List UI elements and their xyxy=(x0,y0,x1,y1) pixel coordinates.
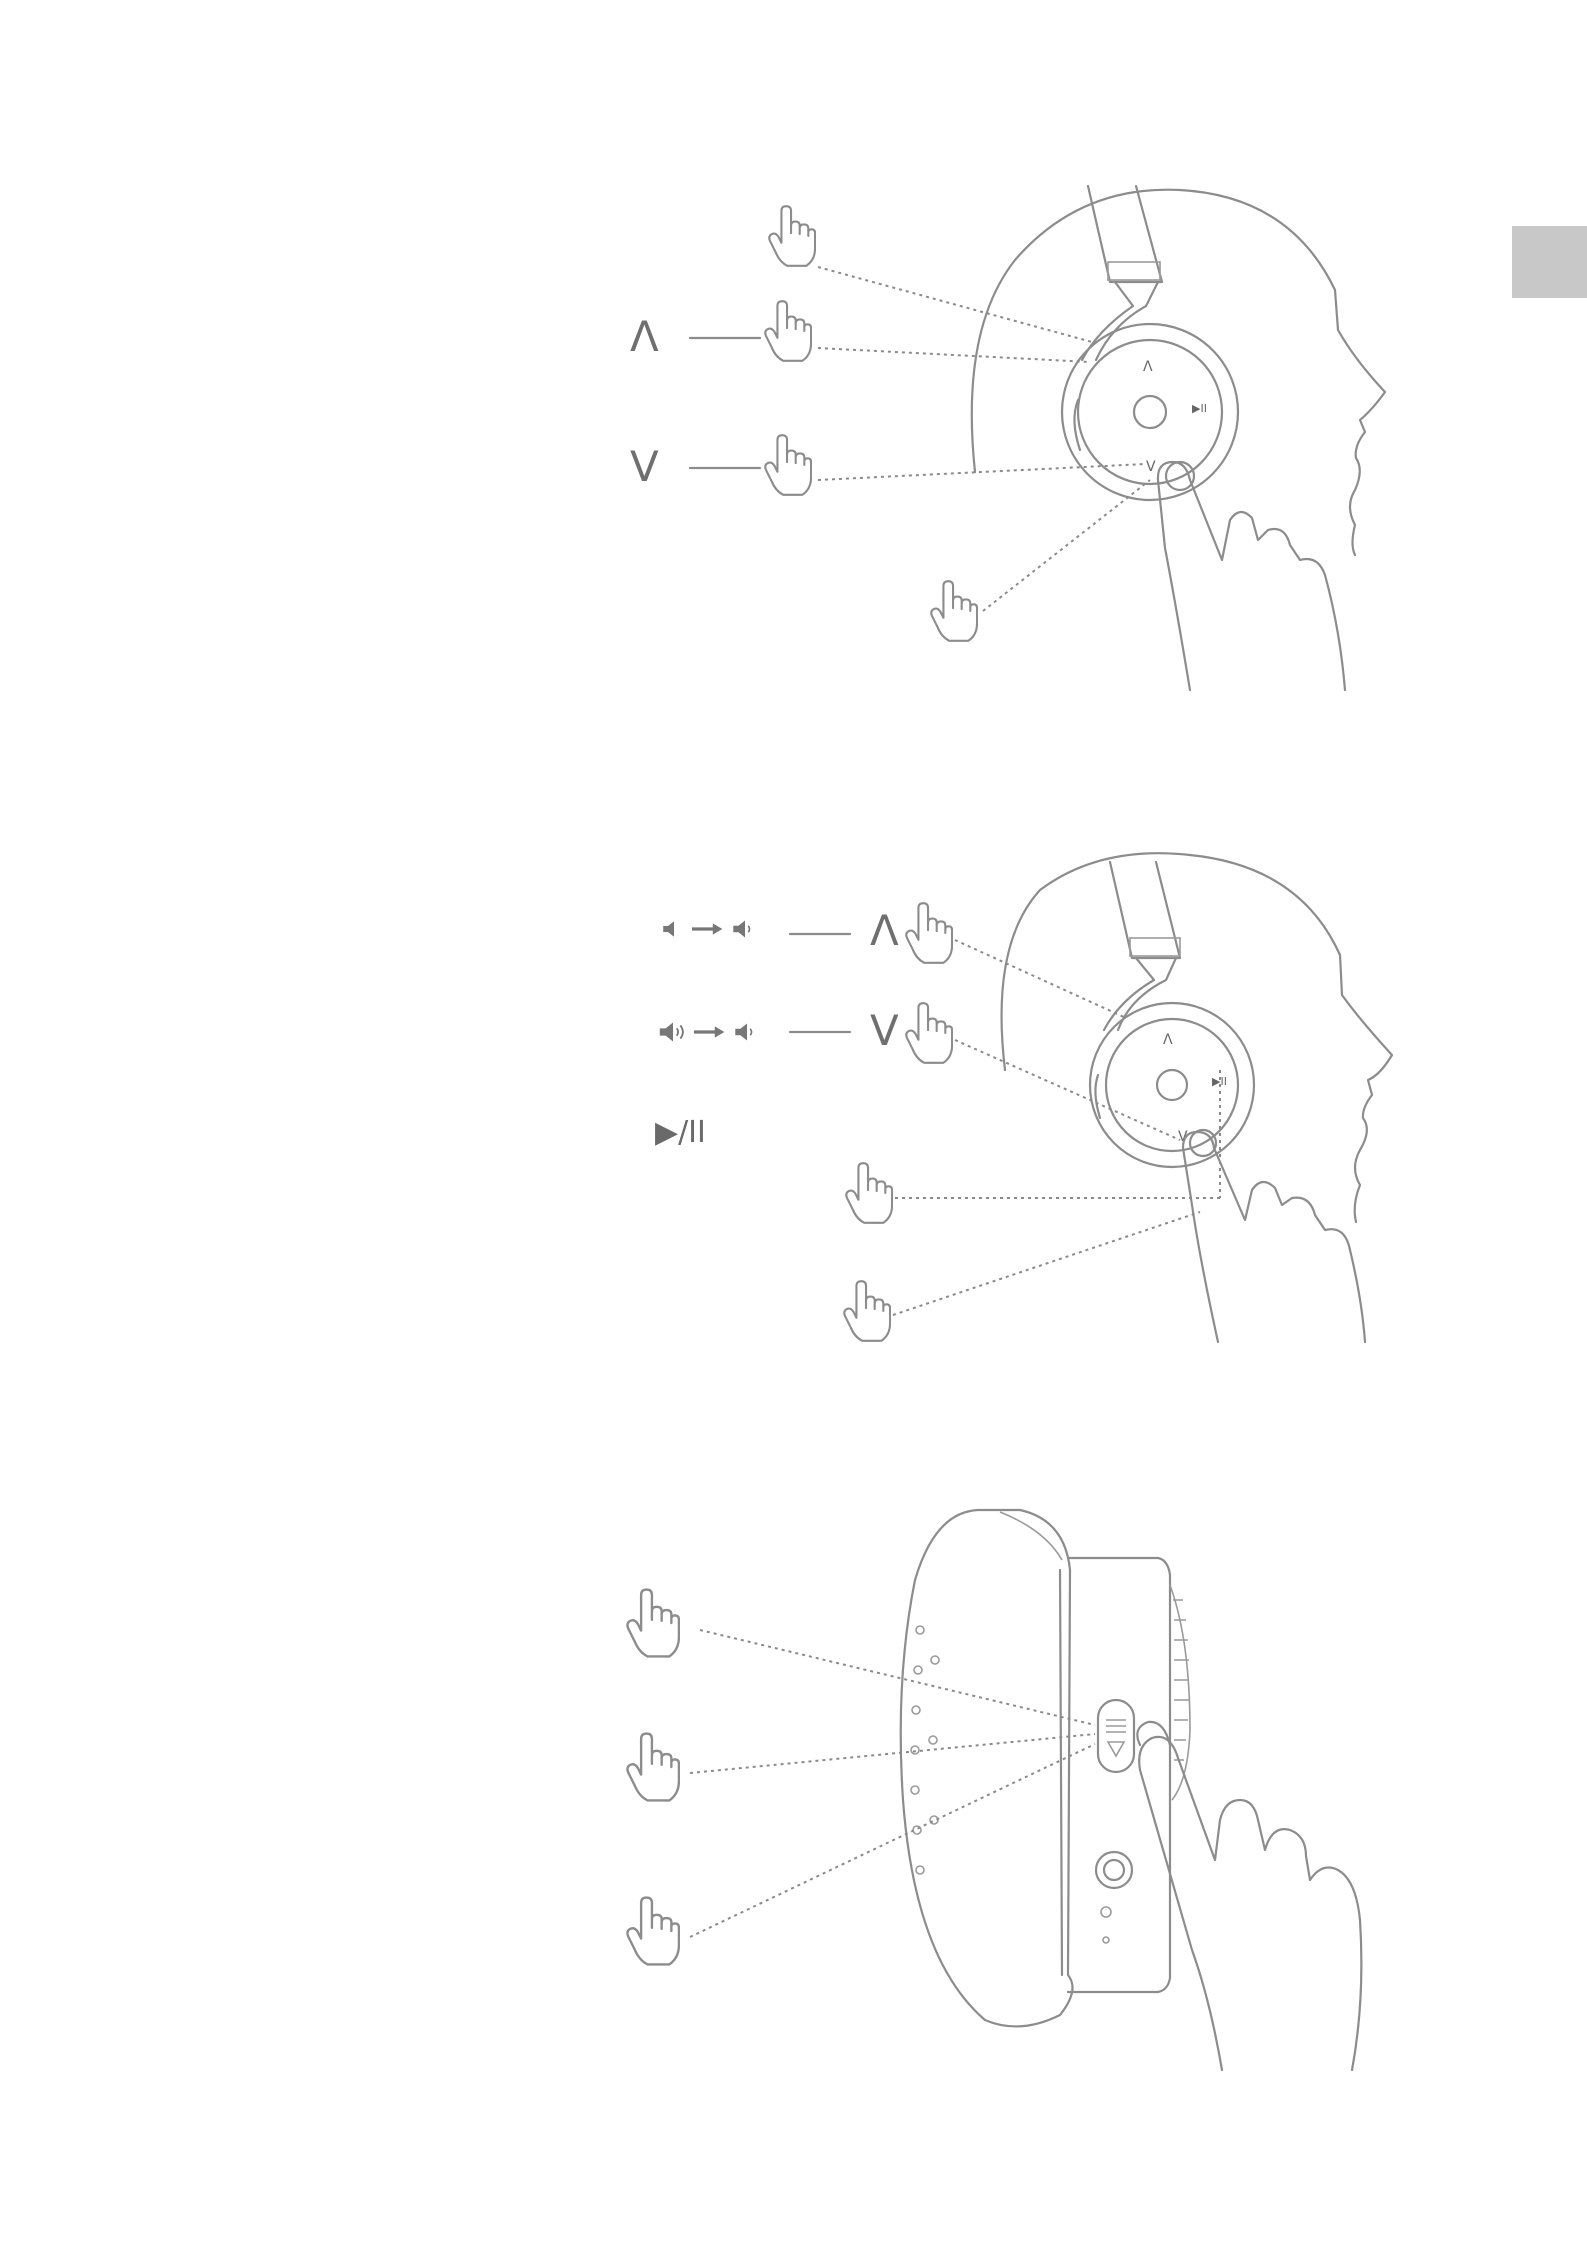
hand-tap-icon xyxy=(627,1898,678,1965)
hand-tap-icon xyxy=(627,1590,678,1657)
hand-tap-icon xyxy=(627,1734,678,1801)
